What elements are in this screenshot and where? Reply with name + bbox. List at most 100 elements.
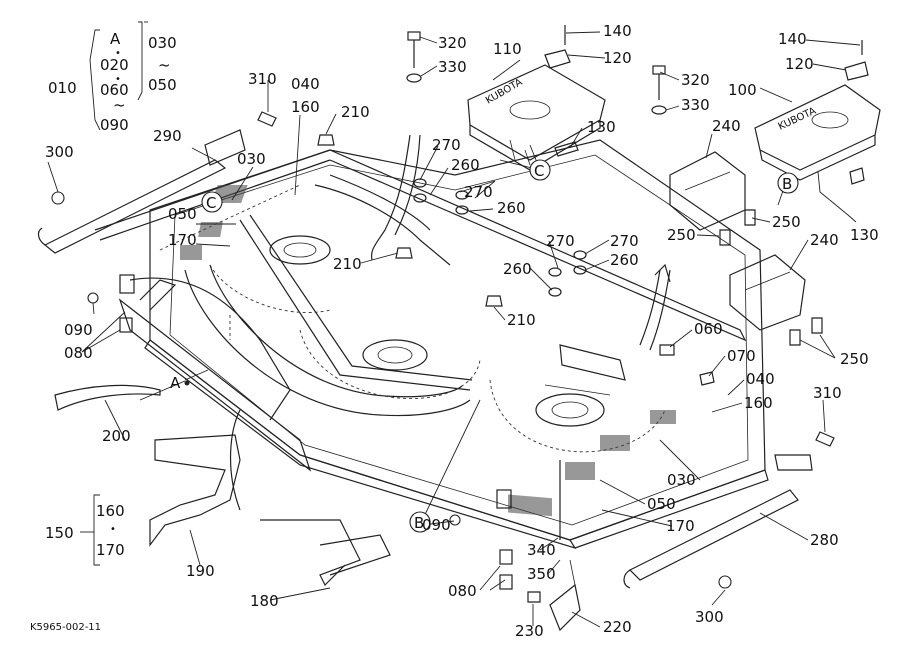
belt-cover-110: KUBOTA [467, 64, 606, 171]
label-120: 120 [785, 55, 814, 73]
label-210: 210 [341, 103, 370, 121]
label-140: 140 [778, 30, 807, 48]
baffle-190 [149, 409, 241, 547]
variant-alt-030: 030 [148, 34, 177, 52]
label-220: 220 [603, 618, 632, 636]
label-240: 240 [810, 231, 839, 249]
label-050: 050 [168, 205, 197, 223]
label-260: 260 [497, 199, 526, 217]
label-130: 130 [850, 226, 879, 244]
label-270: 270 [610, 232, 639, 250]
label-140: 140 [603, 22, 632, 40]
group-label-010: 010 [48, 79, 77, 97]
callout-b-text: B [414, 514, 424, 532]
plate-220 [549, 559, 581, 632]
label-170: 170 [666, 517, 695, 535]
label-230: 230 [515, 622, 544, 640]
label-030: 030 [237, 150, 266, 168]
label-310: 310 [813, 384, 842, 402]
label-300: 300 [695, 608, 724, 626]
bracket150-160: 160 [96, 502, 125, 520]
leader-lines [47, 31, 861, 628]
label-070: 070 [727, 347, 756, 365]
label-260: 260 [451, 156, 480, 174]
hardware [51, 25, 869, 603]
baffle-180 [260, 519, 391, 587]
label-100: 100 [728, 81, 757, 99]
bracket150-170: 170 [96, 541, 125, 559]
variant-line-020: 020 [100, 56, 129, 74]
label-050: 050 [647, 495, 676, 513]
label-260: 260 [610, 251, 639, 269]
callout-b-bottom: B [409, 511, 431, 533]
label-090: 090 [64, 321, 93, 339]
label-260: 260 [503, 260, 532, 278]
belt-cover-100: KUBOTA [754, 84, 881, 181]
variant-line-060: 060 [100, 81, 129, 99]
label-340: 340 [527, 541, 556, 559]
callout-c-text: C [206, 194, 216, 212]
svg-text:KUBOTA: KUBOTA [484, 77, 525, 107]
label-030: 030 [667, 471, 696, 489]
label-330: 330 [438, 58, 467, 76]
label-250: 250 [840, 350, 869, 368]
label-250: 250 [667, 226, 696, 244]
variant-sep-1: • [115, 48, 121, 59]
baffle-200 [54, 384, 161, 411]
callout-c-left: C [201, 191, 223, 213]
variant-sep-3: ~ [113, 96, 126, 114]
variant-alt-tilde: ~ [158, 56, 171, 74]
label-170: 170 [168, 231, 197, 249]
label-160: 160 [744, 394, 773, 412]
variant-line-090: 090 [100, 116, 129, 134]
bracket-150: 150 160 • 170 [45, 494, 125, 566]
label-210: 210 [333, 255, 362, 273]
label-320: 320 [681, 71, 710, 89]
label-180: 180 [250, 592, 279, 610]
label-160: 160 [291, 98, 320, 116]
axle-tube-290 [37, 129, 246, 254]
label-120: 120 [603, 49, 632, 67]
figure-code: K5965-002-11 [30, 622, 101, 633]
callout-b-text: B [782, 175, 792, 193]
label-130: 130 [587, 118, 616, 136]
label-080: 080 [64, 344, 93, 362]
variant-top-label: A [110, 30, 121, 48]
variant-sep-2: • [115, 74, 121, 85]
label-110: 110 [493, 40, 522, 58]
label-270: 270 [432, 136, 461, 154]
axle-tube-280 [623, 454, 813, 589]
group-label-150: 150 [45, 524, 74, 542]
label-210: 210 [507, 311, 536, 329]
label-080: 080 [448, 582, 477, 600]
bracket150-dot: • [110, 524, 116, 535]
label-190: 190 [186, 562, 215, 580]
label-310: 310 [248, 70, 277, 88]
callout-c-top: C [529, 159, 551, 181]
label-200: 200 [102, 427, 131, 445]
label-270: 270 [546, 232, 575, 250]
label-040: 040 [291, 75, 320, 93]
label-090: 090 [422, 516, 451, 534]
label-240: 240 [712, 117, 741, 135]
label-290: 290 [153, 127, 182, 145]
callout-a-text: A [170, 374, 181, 392]
label-330: 330 [681, 96, 710, 114]
label-060: 060 [694, 320, 723, 338]
label-040: 040 [746, 370, 775, 388]
variant-alt-050: 050 [148, 76, 177, 94]
label-350: 350 [527, 565, 556, 583]
label-250: 250 [772, 213, 801, 231]
callout-b-right: B [777, 172, 799, 194]
part-labels: 310 040 160 210 320 330 110 140 120 290 … [45, 22, 879, 640]
label-270: 270 [464, 183, 493, 201]
label-300: 300 [45, 143, 74, 161]
variant-bracket: A • 020 • 060 ~ 090 030 ~ 050 010 [48, 21, 177, 134]
label-320: 320 [438, 34, 467, 52]
bracket-240-upper [669, 151, 746, 231]
callout-a: A [170, 374, 190, 392]
callout-c-text: C [534, 162, 544, 180]
bracket-240-lower [729, 254, 806, 331]
label-280: 280 [810, 531, 839, 549]
